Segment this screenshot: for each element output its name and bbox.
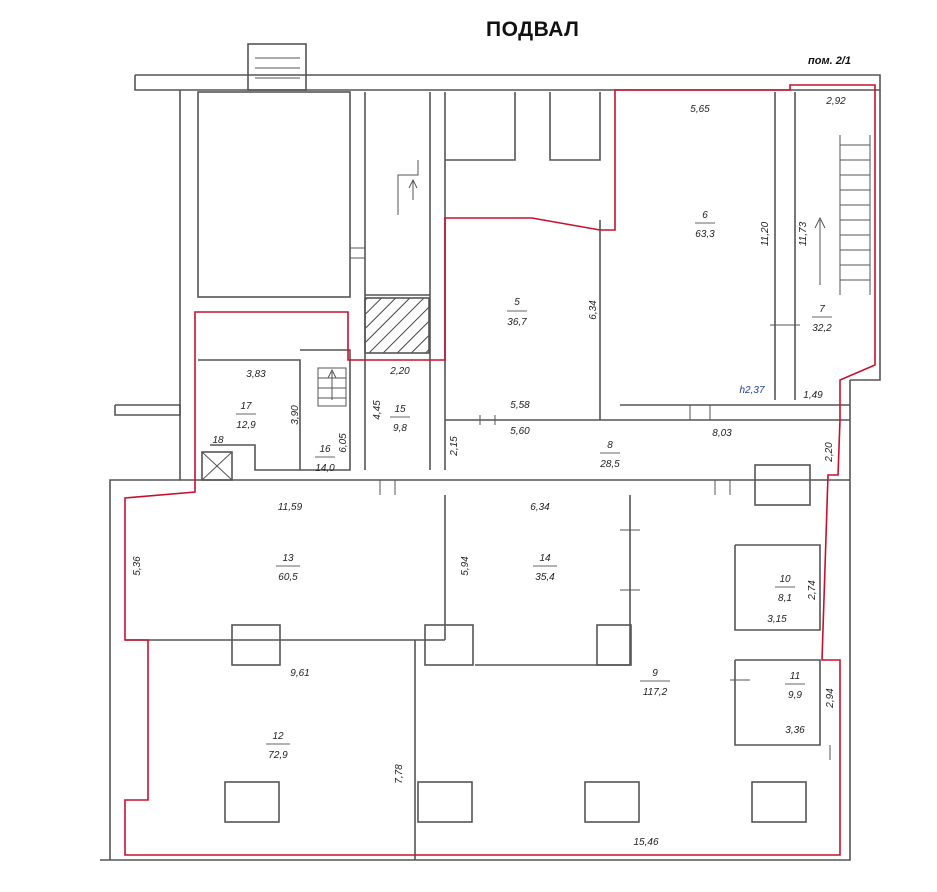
room-14: 14 35,4 (533, 553, 557, 583)
interior-walls (125, 91, 850, 860)
dim-label: 6,34 (530, 502, 550, 513)
svg-text:16: 16 (319, 444, 331, 455)
dim-label: 7,78 (394, 764, 405, 784)
dim-label: 1,49 (803, 390, 823, 401)
dimension-labels: 5,65 2,92 11,20 11,73 6,34 5,58 5,60 2,2… (132, 96, 846, 848)
svg-text:17: 17 (240, 401, 252, 412)
dim-label: 2,15 (449, 436, 460, 457)
svg-text:28,5: 28,5 (599, 459, 620, 470)
svg-text:63,3: 63,3 (695, 229, 715, 240)
svg-text:9,9: 9,9 (788, 690, 802, 701)
dim-label: 6,34 (588, 300, 599, 320)
dim-label: 8,03 (712, 428, 732, 439)
dim-label: 2,20 (824, 442, 835, 463)
dim-label: 2,94 (825, 688, 836, 709)
room-13: 13 60,5 (276, 553, 300, 583)
dim-label: 5,94 (460, 556, 471, 576)
dim-label: 5,60 (510, 426, 530, 437)
room-9: 9 117,2 (640, 668, 670, 698)
svg-text:6: 6 (702, 210, 708, 221)
svg-text:8,1: 8,1 (778, 593, 792, 604)
room-15: 159,8 (390, 404, 410, 434)
room-12: 12 72,9 (266, 731, 290, 761)
dim-label: 4,45 (372, 400, 383, 420)
svg-text:12: 12 (272, 731, 284, 742)
room-17: 17 12,9 (236, 401, 256, 431)
room-7: 732,2 (812, 304, 832, 334)
room-6: 663,3 (695, 210, 715, 240)
dim-label: 2,20 (389, 366, 410, 377)
dim-label: 2,74 (807, 580, 818, 601)
stair-small (317, 160, 419, 407)
svg-text:7: 7 (819, 304, 825, 315)
dim-label: 5,36 (132, 556, 143, 576)
dim-label: 3,36 (785, 725, 805, 736)
dim-label: 11,20 (760, 221, 771, 246)
outer-walls (100, 43, 881, 861)
svg-text:14,0: 14,0 (315, 463, 335, 474)
premises-boundary (124, 84, 876, 856)
room-11: 119,9 (785, 671, 805, 701)
dim-label: 2,92 (825, 96, 846, 107)
room-8: 828,5 (599, 440, 620, 470)
svg-text:11: 11 (790, 671, 800, 682)
svg-text:36,7: 36,7 (507, 317, 527, 328)
dim-label: 6,05 (338, 433, 349, 453)
dim-label: 3,15 (767, 614, 787, 625)
dim-label: 11,73 (798, 221, 809, 246)
room-18: 18 (212, 435, 224, 446)
svg-text:10: 10 (779, 574, 791, 585)
svg-text:15: 15 (394, 404, 406, 415)
dim-label: 11,59 (278, 502, 303, 513)
svg-text:9: 9 (652, 668, 658, 679)
svg-text:35,4: 35,4 (535, 572, 555, 583)
svg-text:32,2: 32,2 (812, 323, 832, 334)
svg-text:12,9: 12,9 (236, 420, 256, 431)
stair-main (814, 135, 871, 295)
premises-tag: пом. 2/1 (808, 55, 851, 67)
svg-text:8: 8 (607, 440, 613, 451)
dim-label: 3,90 (290, 405, 301, 425)
plan-title: ПОДВАЛ (486, 18, 580, 41)
svg-text:14: 14 (539, 553, 551, 564)
room-5: 536,7 (507, 297, 527, 328)
svg-text:117,2: 117,2 (643, 687, 668, 698)
svg-text:9,8: 9,8 (393, 423, 407, 434)
dim-label: 3,83 (246, 369, 266, 380)
dim-label: 15,46 (633, 837, 658, 848)
svg-text:72,9: 72,9 (268, 750, 288, 761)
svg-text:5: 5 (514, 297, 520, 308)
dim-label: 5,65 (690, 104, 710, 115)
svg-text:18: 18 (212, 435, 224, 446)
svg-text:60,5: 60,5 (278, 572, 298, 583)
dim-label: 5,58 (510, 400, 530, 411)
dim-label: 9,61 (290, 668, 309, 679)
room-16: 16 14,0 (315, 444, 335, 474)
svg-text:13: 13 (282, 553, 294, 564)
room-10: 108,1 (775, 574, 795, 604)
openings (350, 247, 831, 760)
ceiling-height-label: h2,37 (739, 385, 764, 396)
